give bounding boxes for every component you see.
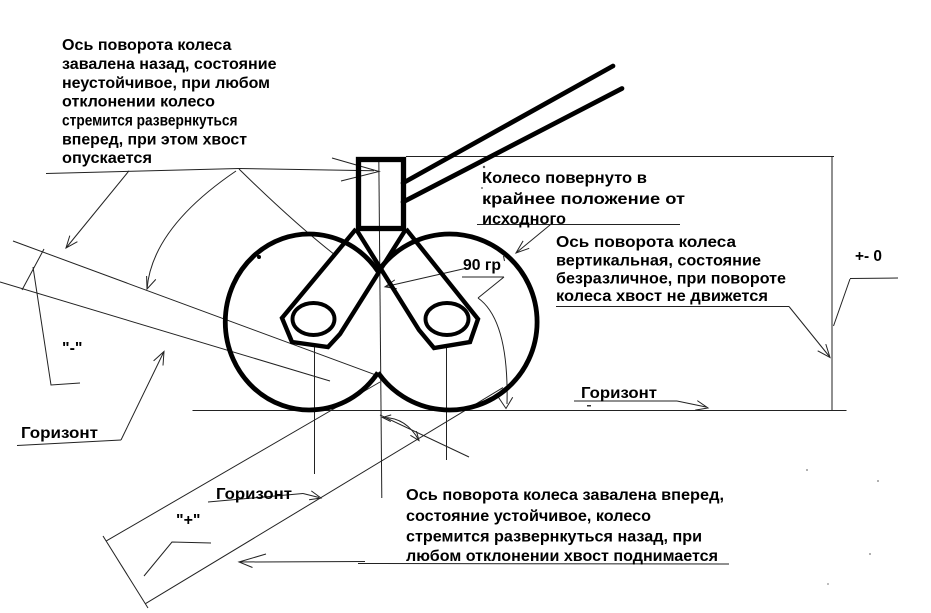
svg-text:Колесо повернуто в: Колесо повернуто в (482, 170, 647, 187)
svg-text:стремится развернкуться: стремится развернкуться (62, 113, 238, 130)
svg-text:стремится развернкуться назад,: стремится развернкуться назад, при (406, 529, 702, 546)
svg-text:+- 0: +- 0 (855, 248, 882, 265)
svg-text:колеса хвост не движется: колеса хвост не движется (556, 288, 768, 305)
svg-text:отклонении колесо: отклонении колесо (62, 94, 215, 111)
svg-text:любом отклонении хвост поднима: любом отклонении хвост поднимается (406, 548, 718, 565)
svg-text:состояние устойчивое, колесо: состояние устойчивое, колесо (406, 508, 651, 525)
svg-text:Горизонт: Горизонт (216, 486, 292, 503)
svg-text:неустойчивое, при любом: неустойчивое, при любом (62, 75, 270, 92)
svg-text:90 гр: 90 гр (463, 257, 501, 274)
svg-text:Горизонт: Горизонт (21, 425, 98, 442)
svg-text:вперед, при этом хвост: вперед, при этом хвост (62, 132, 247, 149)
svg-text:"+": "+" (176, 512, 201, 529)
svg-text:крайнее положение от: крайнее положение от (482, 191, 685, 208)
svg-text:вертикальная, состояние: вертикальная, состояние (556, 253, 761, 270)
svg-text:Горизонт: Горизонт (581, 385, 657, 402)
svg-text:Ось поворота колеса завалена в: Ось поворота колеса завалена вперед, (406, 487, 724, 504)
svg-text:опускается: опускается (62, 150, 152, 167)
svg-text:"-": "-" (62, 340, 83, 357)
svg-text:Ось поворота колеса: Ось поворота колеса (62, 37, 232, 54)
svg-text:исходного: исходного (482, 211, 566, 228)
svg-text:безразличное, при повороте: безразличное, при повороте (556, 271, 786, 288)
svg-text:завалена назад, состояние: завалена назад, состояние (62, 56, 277, 73)
svg-text:Ось поворота колеса: Ось поворота колеса (556, 234, 736, 251)
